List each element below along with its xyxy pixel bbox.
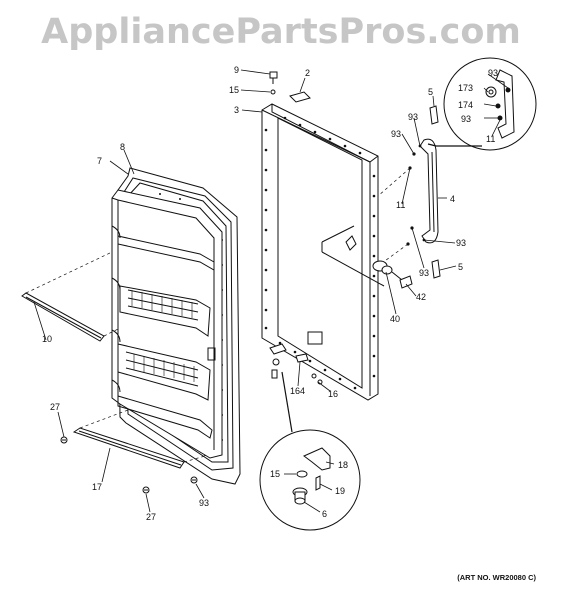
callout-93-right: 93 [456, 238, 466, 248]
screw-93-bottom [190, 476, 198, 484]
door-shelf [117, 343, 211, 401]
callout-19: 19 [335, 486, 345, 496]
shelf-retainer-bar [21, 292, 105, 342]
callout-17: 17 [92, 482, 102, 492]
door-latch-assembly [321, 225, 413, 289]
callout-173: 173 [458, 83, 473, 93]
leader-lines [33, 69, 509, 513]
callout-40: 40 [390, 314, 400, 324]
callout-3: 3 [234, 105, 239, 115]
callout-5-bottom: 5 [458, 262, 463, 272]
callout-15-detail: 15 [270, 469, 280, 479]
callout-11: 11 [396, 200, 405, 210]
callout-6: 6 [322, 509, 327, 519]
callout-174: 174 [458, 100, 473, 110]
detail-circle-handle-mount [427, 57, 537, 151]
callout-164: 164 [290, 386, 305, 396]
bottom-hinge-parts [269, 343, 323, 385]
callout-42: 42 [416, 292, 426, 302]
callout-8: 8 [120, 142, 125, 152]
hinge-pin-9 [269, 71, 278, 84]
outer-door-panel [261, 103, 379, 401]
callout-11-detail: 11 [486, 134, 495, 144]
watermark-text: AppliancePartsPros.com [41, 12, 521, 52]
callout-18: 18 [338, 460, 348, 470]
callout-93-detail-a: 93 [488, 68, 498, 78]
washer-15-top [270, 89, 276, 95]
door-handle [419, 138, 439, 244]
callout-93-bottom: 93 [199, 498, 209, 508]
callout-27-left: 27 [50, 402, 60, 412]
callout-7: 7 [97, 156, 102, 166]
callout-15-top: 15 [229, 85, 239, 95]
door-shelf [117, 235, 215, 337]
callout-93-handle: 93 [391, 129, 401, 139]
callout-2: 2 [305, 68, 310, 78]
callout-93-upper: 93 [408, 112, 418, 122]
callout-16: 16 [328, 389, 338, 399]
art-number: (ART NO. WR20080 C) [457, 573, 536, 582]
handle-end-cap-top [429, 105, 439, 125]
handle-end-cap-bottom [431, 259, 441, 279]
callout-5-top: 5 [428, 87, 433, 97]
detail-circle-bottom-hinge [259, 371, 361, 531]
hinge-cover-2 [289, 91, 311, 103]
callout-93-detail-b: 93 [461, 114, 471, 124]
screw-27-left [60, 436, 68, 444]
callout-27-bottom: 27 [146, 512, 156, 522]
door-liner [111, 167, 241, 485]
callout-4: 4 [450, 194, 455, 204]
callout-93-lower: 93 [419, 268, 429, 278]
callout-10: 10 [42, 334, 52, 344]
callout-9: 9 [234, 65, 239, 75]
screw-27-bottom [142, 486, 150, 494]
